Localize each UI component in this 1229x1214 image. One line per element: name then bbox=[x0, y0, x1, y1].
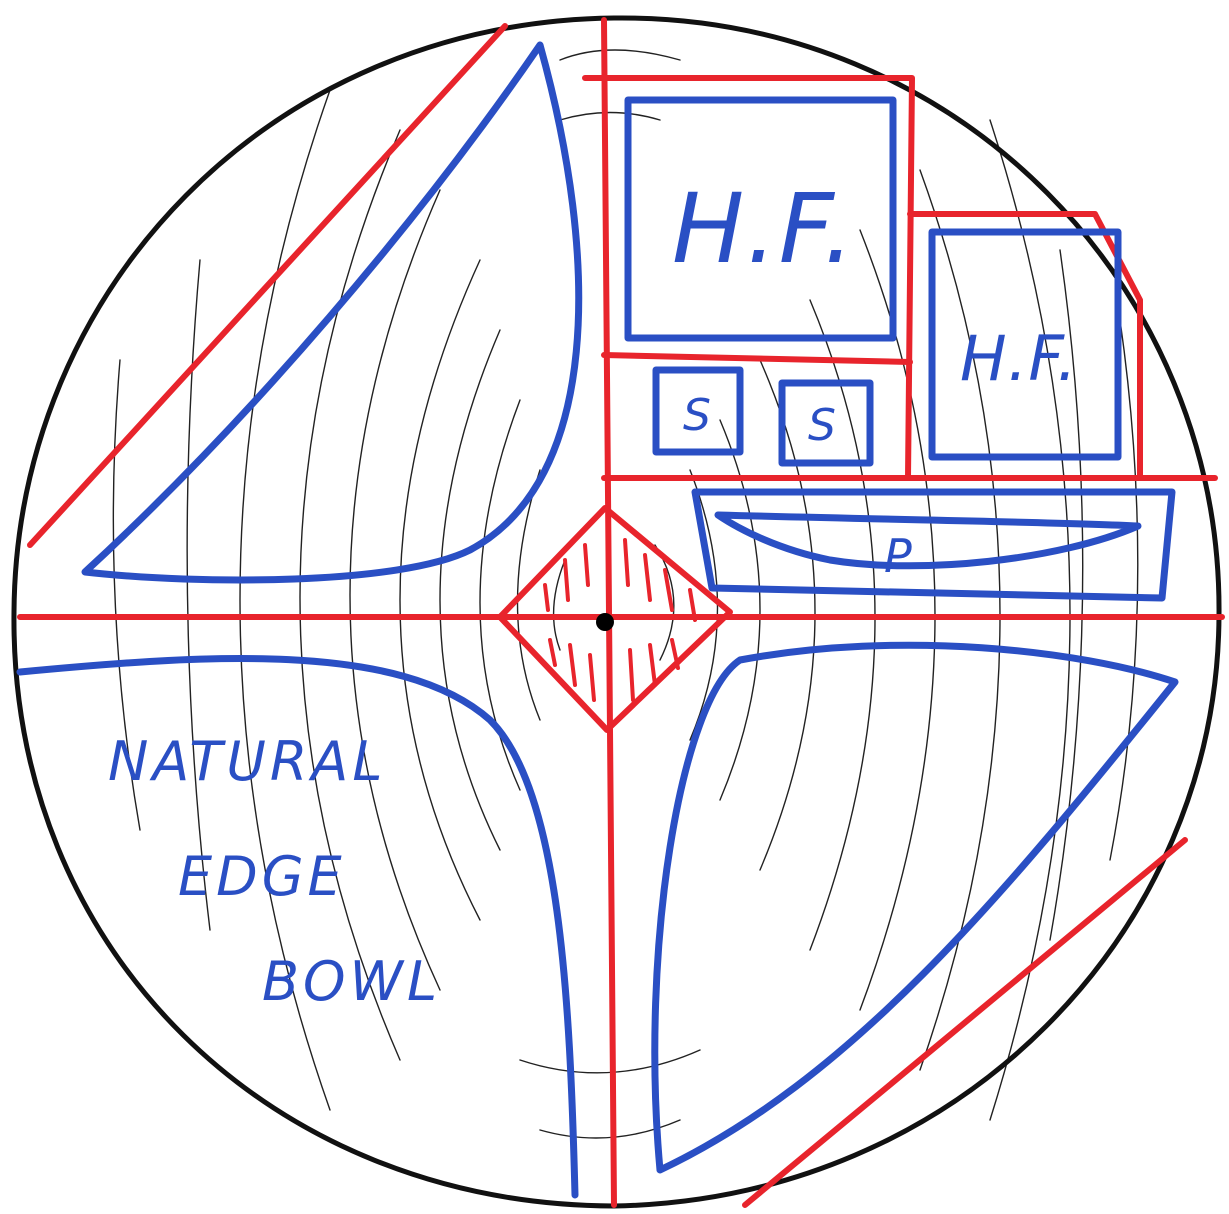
p-label: P bbox=[884, 529, 912, 583]
bowl-label-line1: NATURAL bbox=[108, 730, 386, 793]
top-left-wedge-piece bbox=[85, 45, 579, 580]
p-plank bbox=[695, 492, 1172, 598]
pith-center-dot bbox=[596, 613, 614, 631]
bowl-label-line2: EDGE bbox=[178, 845, 346, 908]
bottom-right-wedge-piece bbox=[655, 645, 1175, 1170]
vertical-center-cut bbox=[604, 20, 614, 1205]
s-right-label: S bbox=[808, 400, 836, 451]
s-left-label: S bbox=[683, 390, 711, 441]
bottom-right-slab-cut bbox=[745, 840, 1185, 1205]
bowl-label-line3: BOWL bbox=[262, 950, 441, 1013]
s-top-cut bbox=[604, 355, 910, 362]
top-left-slab-cut bbox=[30, 26, 505, 545]
hf-top-label: H.F. bbox=[672, 173, 856, 285]
log-outline bbox=[14, 18, 1219, 1206]
hf-right-label: H.F. bbox=[960, 322, 1078, 395]
